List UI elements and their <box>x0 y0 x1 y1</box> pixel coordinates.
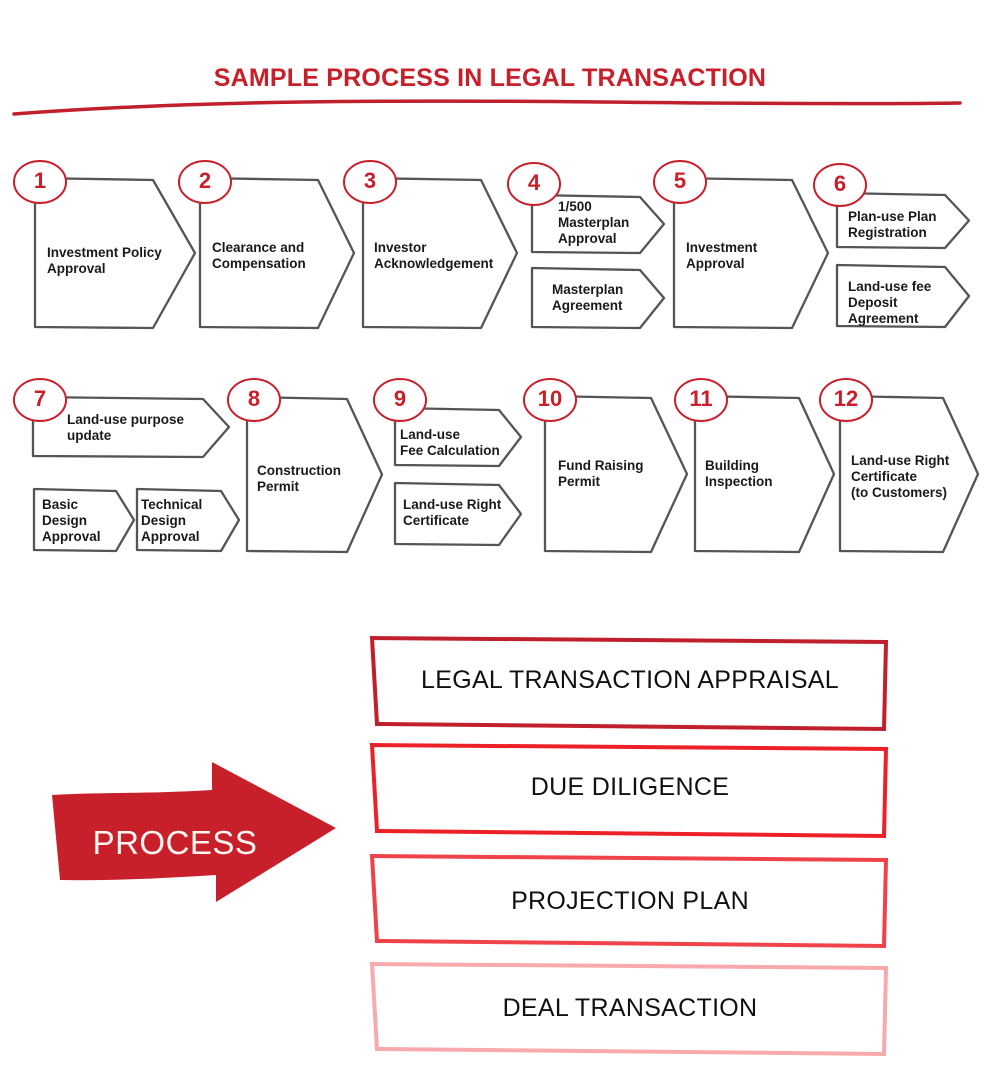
step-8-shape-1 <box>245 395 384 554</box>
step-10-number: 10 <box>537 386 563 411</box>
stage-projection-plan: PROJECTION PLAN <box>511 887 749 915</box>
step-4-shape-1 <box>530 193 666 255</box>
step-9-badge-circle <box>373 378 427 422</box>
step-12-number: 12 <box>833 386 859 411</box>
step-8-number: 8 <box>247 386 261 411</box>
step-10-shape-1 <box>543 394 689 554</box>
stage-box-3 <box>369 853 889 949</box>
step-9-shape-1 <box>393 406 523 468</box>
step-9-shape-2 <box>393 481 523 547</box>
step-9-number: 9 <box>393 386 407 411</box>
step-6-shape-1 <box>835 191 971 250</box>
step-4-number: 4 <box>527 170 541 195</box>
step-6-number: 6 <box>833 171 847 196</box>
step-5-badge-circle <box>653 160 707 204</box>
step-1-shape-1 <box>33 176 197 330</box>
step-4-badge-circle <box>507 162 561 206</box>
diagram-title: SAMPLE PROCESS IN LEGAL TRANSACTION <box>213 64 767 92</box>
process-arrow <box>52 762 336 902</box>
step-7-badge-circle <box>13 378 67 422</box>
step-12-shape-1 <box>838 394 980 554</box>
step-7-number: 7 <box>33 386 47 411</box>
step-5-shape-1 <box>672 176 830 330</box>
stage-deal-transaction: DEAL TRANSACTION <box>502 994 758 1022</box>
step-7-shape-2 <box>32 487 136 553</box>
stage-legal-transaction-appraisal: LEGAL TRANSACTION APPRAISAL <box>421 666 839 694</box>
step-1-badge-circle <box>13 160 67 204</box>
step-1-number: 1 <box>33 168 47 193</box>
step-5-number: 5 <box>673 168 687 193</box>
step-10-badge-circle <box>523 378 577 422</box>
title-underline <box>12 99 962 116</box>
step-6-shape-2 <box>835 263 971 329</box>
step-3-number: 3 <box>363 168 377 193</box>
step-11-shape-1 <box>693 394 836 554</box>
step-8-badge-circle <box>227 378 281 422</box>
process-arrow-label: PROCESS <box>92 824 258 861</box>
step-7-shape-1 <box>31 395 231 459</box>
step-4-shape-2 <box>530 266 666 330</box>
step-11-number: 11 <box>689 386 713 411</box>
step-3-badge-circle <box>343 160 397 204</box>
stage-box-4 <box>369 961 889 1057</box>
step-7-shape-3 <box>135 487 241 553</box>
stage-box-1 <box>369 635 889 732</box>
stage-due-diligence: DUE DILIGENCE <box>530 773 730 801</box>
step-2-badge-circle <box>178 160 232 204</box>
step-2-shape-1 <box>198 176 356 330</box>
step-2-number: 2 <box>198 168 212 193</box>
step-11-badge-circle <box>674 378 728 422</box>
step-3-shape-1 <box>361 176 519 330</box>
stage-box-2 <box>369 742 889 839</box>
step-12-badge-circle <box>819 378 873 422</box>
step-6-badge-circle <box>813 163 867 207</box>
